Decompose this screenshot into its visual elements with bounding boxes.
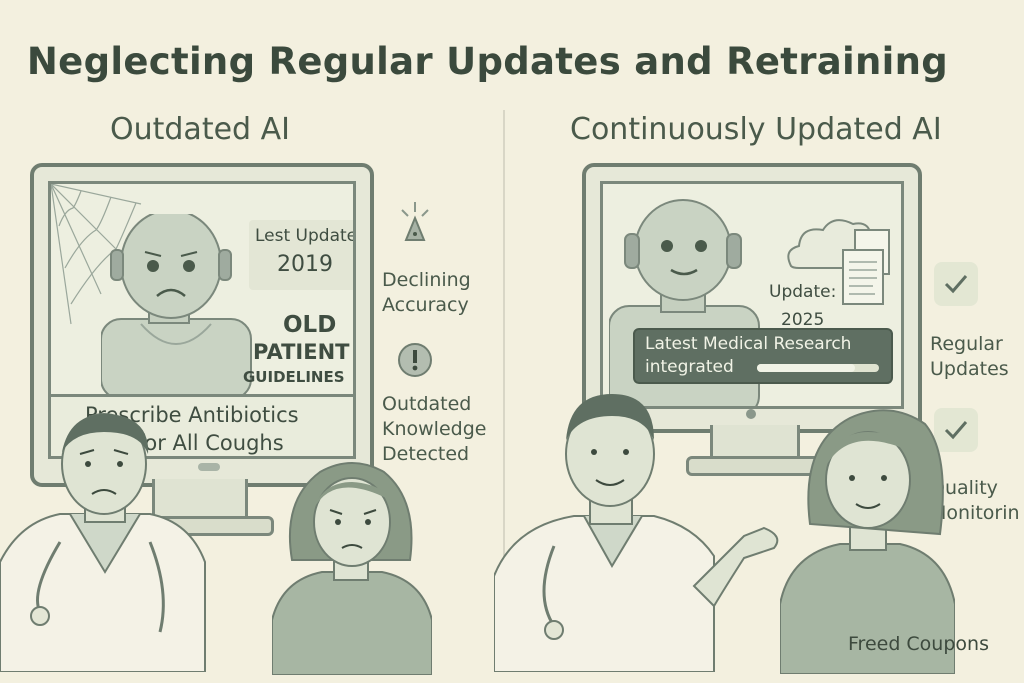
last-update-box: Lest Update 2019 bbox=[249, 220, 356, 290]
regular-updates-label: Regular Updates bbox=[930, 332, 1009, 382]
cobweb-icon bbox=[51, 184, 142, 325]
smiling-patient-icon bbox=[780, 409, 955, 674]
prescription-line-2: for All Coughs bbox=[137, 431, 284, 455]
updated-screen: Update: 2025 Latest Medical Research int… bbox=[600, 181, 904, 409]
monitor-power-light bbox=[198, 463, 220, 471]
outdated-line-1: Outdated bbox=[382, 393, 472, 415]
update-label: Update: bbox=[769, 282, 837, 302]
center-divider bbox=[503, 110, 505, 670]
outdated-screen: Lest Update 2019 OLD PATIENT GUIDELINES … bbox=[48, 181, 356, 459]
declining-accuracy-label: Declining Accuracy bbox=[382, 268, 471, 318]
explaining-doctor-icon bbox=[494, 394, 779, 672]
regular-updates-check bbox=[934, 262, 978, 306]
exclamation-icon bbox=[398, 343, 432, 377]
updated-ai-heading: Continuously Updated AI bbox=[570, 112, 942, 147]
regular-line-1: Regular bbox=[930, 333, 1003, 355]
last-update-label: Lest Update bbox=[255, 226, 356, 246]
worried-doctor-icon bbox=[0, 413, 206, 672]
updated-monitor-neck bbox=[710, 425, 800, 462]
research-progress-track bbox=[757, 364, 879, 372]
quality-line-2: Monitorin bbox=[930, 502, 1020, 524]
sad-robot-icon bbox=[101, 214, 252, 394]
guideline-line-3: GUIDELINES bbox=[243, 368, 345, 386]
research-line-2: integrated bbox=[645, 357, 734, 377]
outdated-ai-heading: Outdated AI bbox=[110, 112, 290, 147]
declining-line-2: Accuracy bbox=[382, 294, 469, 316]
check-icon bbox=[944, 275, 968, 294]
check-icon bbox=[944, 421, 968, 440]
quality-monitoring-label: Quality Monitorin bbox=[930, 476, 1020, 526]
cloud-docs-icon bbox=[787, 219, 890, 305]
guideline-line-1: OLD bbox=[283, 312, 337, 338]
quality-line-1: Quality bbox=[930, 477, 998, 499]
warning-light-icon bbox=[401, 202, 429, 241]
outdated-knowledge-label: Outdated Knowledge Detected bbox=[382, 392, 486, 467]
research-line-1: Latest Medical Research bbox=[645, 334, 852, 354]
research-banner: Latest Medical Research integrated bbox=[633, 328, 893, 384]
outdated-monitor-neck bbox=[152, 479, 248, 522]
guideline-line-2: PATIENT bbox=[253, 340, 350, 364]
monitor-power-light bbox=[746, 409, 756, 419]
worried-patient-icon bbox=[272, 462, 432, 675]
quality-monitoring-check bbox=[934, 408, 978, 452]
outdated-line-3: Detected bbox=[382, 443, 470, 465]
update-year: 2025 bbox=[781, 310, 825, 330]
declining-line-1: Declining bbox=[382, 269, 471, 291]
research-progress-fill bbox=[757, 364, 855, 372]
page-title: Neglecting Regular Updates and Retrainin… bbox=[26, 40, 949, 83]
last-update-year: 2019 bbox=[277, 252, 333, 277]
regular-line-2: Updates bbox=[930, 358, 1009, 380]
watermark-text: Freed Coupons bbox=[848, 633, 989, 655]
outdated-line-2: Knowledge bbox=[382, 418, 487, 440]
